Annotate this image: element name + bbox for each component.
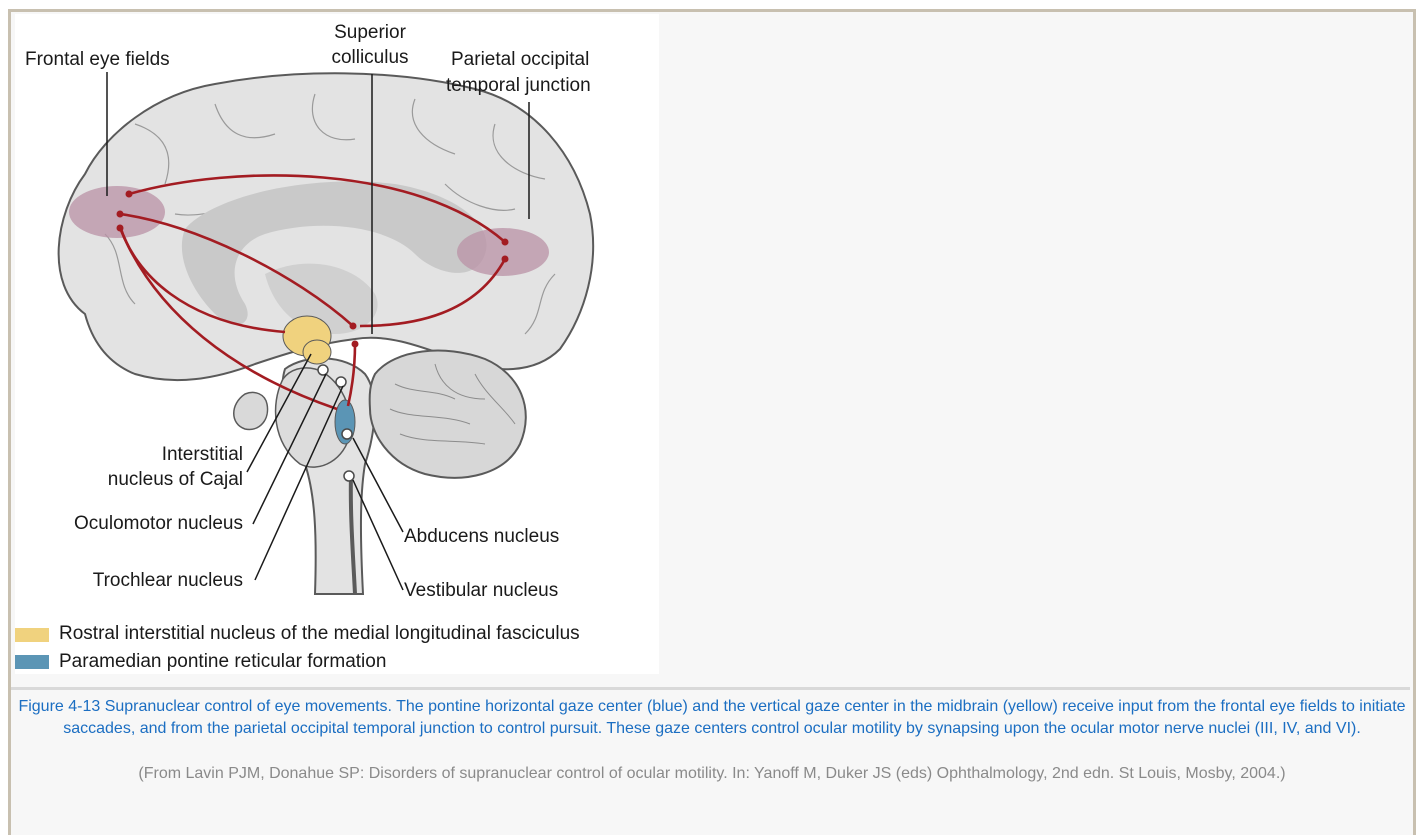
- legend-item-rimlf: Rostral interstitial nucleus of the medi…: [15, 622, 580, 646]
- label-frontal-eye-fields: Frontal eye fields: [25, 47, 170, 72]
- frontal-eye-field-region: [69, 186, 165, 238]
- figure-source: (From Lavin PJM, Donahue SP: Disorders o…: [12, 763, 1412, 785]
- poti-region: [457, 228, 549, 276]
- legend-label-rimlf: Rostral interstitial nucleus of the medi…: [59, 623, 580, 645]
- label-parietal-line1: Parietal occipital: [451, 47, 589, 72]
- figure-caption: Figure 4-13 Supranuclear control of eye …: [12, 696, 1412, 740]
- legend-label-pprf: Paramedian pontine reticular formation: [59, 651, 386, 673]
- figure-image-panel: Frontal eye fields Superior colliculus P…: [15, 14, 659, 674]
- label-abducens-nucleus: Abducens nucleus: [404, 524, 559, 549]
- label-superior-colliculus-line2: colliculus: [320, 45, 420, 70]
- label-parietal-line2: temporal junction: [446, 73, 591, 98]
- label-oculomotor-nucleus: Oculomotor nucleus: [35, 511, 243, 536]
- legend-item-pprf: Paramedian pontine reticular formation: [15, 650, 386, 674]
- label-trochlear-nucleus: Trochlear nucleus: [35, 568, 243, 593]
- label-vestibular-nucleus: Vestibular nucleus: [404, 578, 558, 603]
- cerebellum: [370, 351, 526, 478]
- label-superior-colliculus-line1: Superior: [320, 20, 420, 45]
- label-interstitial-line2: nucleus of Cajal: [55, 467, 243, 492]
- caption-divider: [11, 687, 1410, 690]
- pituitary: [234, 392, 268, 429]
- label-interstitial-line1: Interstitial: [55, 442, 243, 467]
